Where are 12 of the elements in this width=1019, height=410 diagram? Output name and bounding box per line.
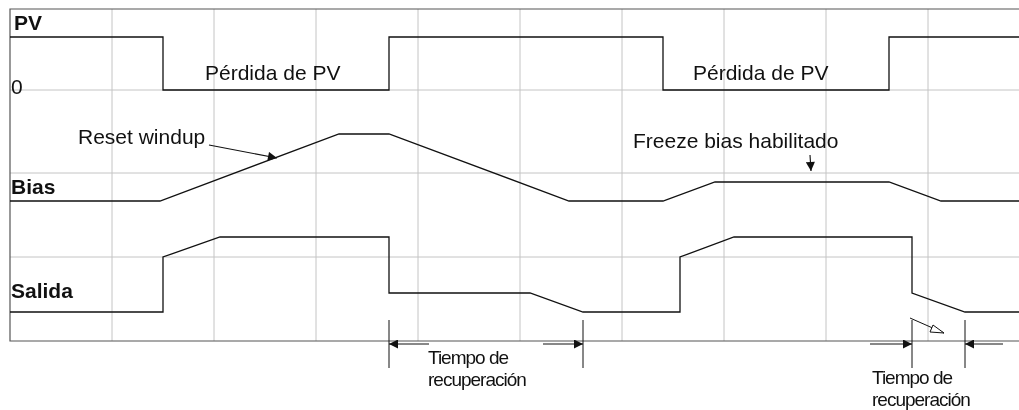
- annotation-text: Reset windup: [78, 126, 206, 147]
- annotation-text: Pérdida de PV: [205, 62, 341, 83]
- leader-arrow: [805, 154, 815, 172]
- signal-name: Bias: [11, 176, 56, 197]
- signal-name: PV: [14, 12, 42, 33]
- dimension-label: Tiempo de recuperación: [428, 347, 527, 391]
- dimension-label: Tiempo de recuperación: [872, 367, 971, 410]
- annotation-text: Pérdida de PV: [693, 62, 829, 83]
- axis-zero-label: 0: [11, 76, 23, 97]
- annotation-text: Freeze bias habilitado: [633, 130, 839, 151]
- leader-arrow: [208, 144, 278, 161]
- signal-name: Salida: [11, 280, 73, 301]
